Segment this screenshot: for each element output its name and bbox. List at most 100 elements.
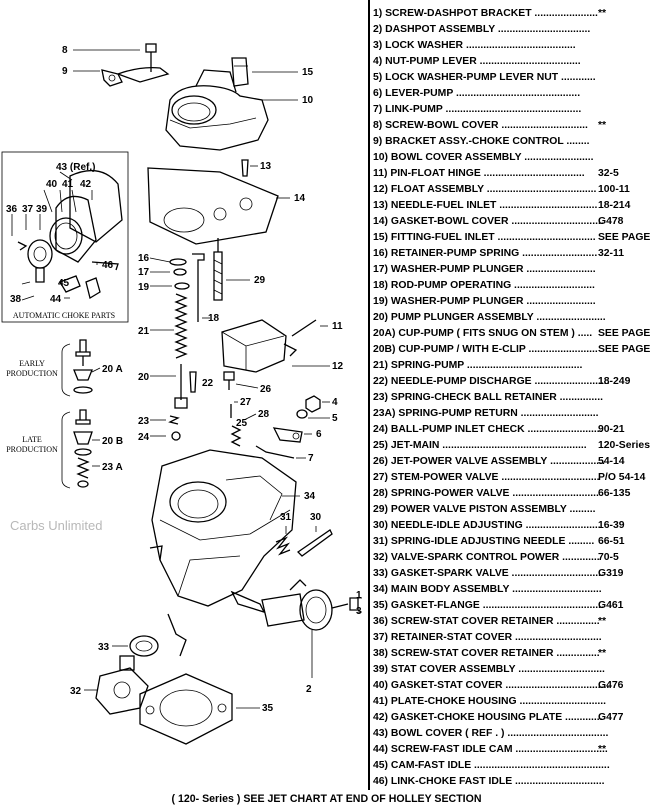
part-label: 22) NEEDLE-PUMP DISCHARGE ..............…	[373, 376, 610, 387]
parts-list-item: 27) STEM-POWER VALVE ...................…	[373, 471, 653, 485]
part-label: 11) PIN-FLOAT HINGE ....................…	[373, 168, 585, 179]
parts-list-item: 24) BALL-PUMP INLET CHECK ..............…	[373, 423, 653, 437]
callout-label: 36	[6, 204, 18, 215]
callout-label: 38	[10, 294, 22, 305]
callout-label: 20	[138, 372, 150, 383]
pump-retainer-parts	[149, 257, 187, 276]
callout-label: 6	[316, 429, 322, 440]
parts-list-item: 28) SPRING-POWER VALVE .................…	[373, 487, 653, 501]
callout-label: 3	[356, 606, 362, 617]
callout-label: 35	[262, 703, 274, 714]
callout-label: 22	[202, 378, 214, 389]
part-number: SEE PAGE	[598, 328, 651, 339]
parts-list-item: 12) FLOAT ASSEMBLY .....................…	[373, 183, 653, 197]
part-label: 18) ROD-PUMP OPERATING .................…	[373, 280, 595, 291]
part-label: 26) JET-POWER VALVE ASSEMBLY ...........…	[373, 456, 605, 467]
part-number: 70-5	[598, 552, 619, 563]
callout-label: 43 (Ref.)	[56, 162, 95, 173]
spark-valve-gasket-part	[112, 635, 159, 657]
part-label: 29) POWER VALVE PISTON ASSEMBLY ........…	[373, 504, 596, 515]
callout-label: 4	[332, 397, 338, 408]
parts-list-item: 20B) CUP-PUMP / WITH E-CLIP ............…	[373, 343, 653, 357]
early-caption-line-2: PRODUCTION	[6, 369, 58, 378]
parts-list-item: 40) GASKET-STAT COVER ..................…	[373, 679, 653, 693]
parts-list-item: 15) FITTING-FUEL INLET .................…	[373, 231, 653, 245]
parts-list-item: 14) GASKET-BOWL COVER ..................…	[373, 215, 653, 229]
callout-label: 16	[138, 253, 150, 264]
callout-label: 13	[260, 161, 272, 172]
part-label: 16) RETAINER-PUMP SPRING ...............…	[373, 248, 598, 259]
power-valve-stem-part	[230, 401, 238, 418]
part-label: 21) SPRING-PUMP ........................…	[373, 360, 583, 371]
parts-list-item: 46) LINK-CHOKE FAST IDLE ...............…	[373, 775, 653, 789]
part-number: **	[598, 616, 607, 627]
float-hinge-pin-part	[291, 319, 328, 337]
part-label: 23A) SPRING-PUMP RETURN ................…	[373, 408, 599, 419]
part-label: 5) LOCK WASHER-PUMP LEVER NUT ..........…	[373, 72, 596, 83]
float-assembly-part	[221, 319, 330, 373]
callout-label: 25	[236, 418, 248, 429]
part-label: 39) STAT COVER ASSEMBLY ................…	[373, 664, 605, 675]
part-label: 35) GASKET-FLANGE ......................…	[373, 600, 604, 611]
callout-label: 8	[62, 45, 68, 56]
part-number: 18-214	[598, 200, 631, 211]
parts-list-item: 34) MAIN BODY ASSEMBLY .................…	[373, 583, 653, 597]
callout-label: 1	[356, 590, 362, 601]
part-number: 90-21	[598, 424, 625, 435]
bowl-cover-gasket-part	[147, 167, 290, 245]
parts-list-item: 22) NEEDLE-PUMP DISCHARGE ..............…	[373, 375, 653, 389]
parts-list-item: 20A) CUP-PUMP ( FITS SNUG ON STEM ) ....…	[373, 327, 653, 341]
watermark-text: Carbs Unlimited	[10, 518, 103, 533]
part-number: G477	[598, 712, 624, 723]
part-label: 3) LOCK WASHER .........................…	[373, 40, 576, 51]
part-label: 28) SPRING-POWER VALVE .................…	[373, 488, 599, 499]
callout-label: 32	[70, 686, 82, 697]
parts-list-item: 41) PLATE-CHOKE HOUSING ................…	[373, 695, 653, 709]
part-label: 46) LINK-CHOKE FAST IDLE ...............…	[373, 776, 605, 787]
part-label: 12) FLOAT ASSEMBLY .....................…	[373, 184, 597, 195]
parts-list-item: 35) GASKET-FLANGE ......................…	[373, 599, 653, 613]
part-label: 31) SPRING-IDLE ADJUSTING NEEDLE .......…	[373, 536, 595, 547]
early-caption-line-1: EARLY	[19, 359, 45, 368]
parts-list-item: 3) LOCK WASHER .........................…	[373, 39, 653, 53]
pump-plunger-part	[150, 364, 188, 409]
callout-label: 11	[332, 321, 343, 332]
part-label: 41) PLATE-CHOKE HOUSING ................…	[373, 696, 607, 707]
power-valve-jet-part	[223, 371, 259, 390]
power-valve-spring-part	[230, 413, 257, 447]
parts-list-item: 23A) SPRING-PUMP RETURN ................…	[373, 407, 653, 421]
part-label: 20A) CUP-PUMP ( FITS SNUG ON STEM ) ....…	[373, 328, 593, 339]
part-number: 100-11	[598, 184, 630, 195]
callout-label: 33	[98, 642, 110, 653]
parts-list-item: 38) SCREW-STAT COVER RETAINER ..........…	[373, 647, 653, 661]
parts-list-item: 44) SCREW-FAST IDLE CAM ................…	[373, 743, 653, 757]
part-number: G461	[598, 600, 624, 611]
callout-label: 44	[50, 294, 62, 305]
part-label: 32) VALVE-SPARK CONTROL POWER ..........…	[373, 552, 600, 563]
parts-list-item: 4) NUT-PUMP LEVER ......................…	[373, 55, 653, 69]
callout-label: 7	[308, 453, 314, 464]
part-number: SEE PAGE	[598, 232, 651, 243]
part-number: 32-5	[598, 168, 619, 179]
part-label: 27) STEM-POWER VALVE ...................…	[373, 472, 600, 483]
part-number: G476	[598, 680, 624, 691]
callout-label: 19	[138, 282, 150, 293]
parts-list-item: 26) JET-POWER VALVE ASSEMBLY ...........…	[373, 455, 653, 469]
parts-list-item: 37) RETAINER-STAT COVER ................…	[373, 631, 653, 645]
part-label: 30) NEEDLE-IDLE ADJUSTING ..............…	[373, 520, 601, 531]
callout-label: 30	[310, 512, 322, 523]
callout-label: 45	[58, 278, 70, 289]
part-label: 24) BALL-PUMP INLET CHECK ..............…	[373, 424, 603, 435]
part-label: 45) CAM-FAST IDLE ......................…	[373, 760, 610, 771]
part-label: 13) NEEDLE-FUEL INLET ..................…	[373, 200, 598, 211]
part-label: 17) WASHER-PUMP PLUNGER ................…	[373, 264, 596, 275]
pump-lever-nut-part	[296, 395, 330, 419]
callout-label: 26	[260, 384, 272, 395]
callout-label: 39	[36, 204, 48, 215]
callout-label: 23	[138, 416, 150, 427]
part-label: 6) LEVER-PUMP ..........................…	[373, 88, 581, 99]
pump-lever-part	[272, 427, 312, 443]
callout-label: 5	[332, 413, 338, 424]
part-number: 120-Series	[598, 440, 650, 451]
